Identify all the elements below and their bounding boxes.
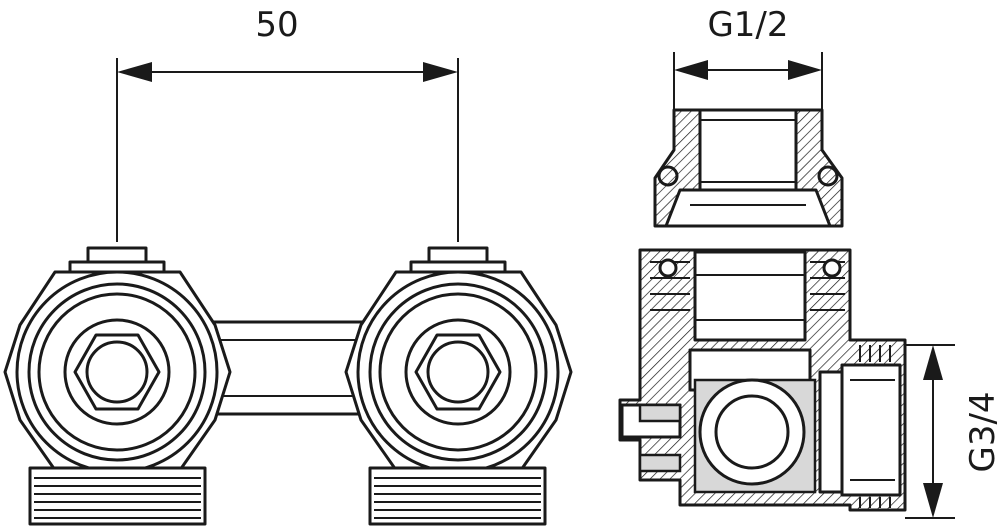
outlet-thread-dimension: G1/2 <box>673 5 823 112</box>
left-valve <box>3 246 232 526</box>
valve-front-view <box>3 246 573 526</box>
valve-body-section <box>618 248 907 512</box>
hex-socket-icon <box>73 333 161 411</box>
left-thread <box>28 466 207 526</box>
arrow-left-icon <box>117 62 152 82</box>
right-thread <box>368 466 547 526</box>
arrow-right-icon <box>423 62 458 82</box>
inlet-thread-label: G3/4 <box>963 391 1000 472</box>
arrow-up-icon <box>923 345 943 380</box>
inlet-thread-dimension: G3/4 <box>905 344 1000 519</box>
arrow-right-icon <box>788 60 822 80</box>
right-valve <box>344 246 573 526</box>
arrow-down-icon <box>923 483 943 518</box>
spacing-label: 50 <box>255 5 298 45</box>
hex-socket-icon <box>414 333 502 411</box>
spacing-dimension: 50 <box>116 5 459 242</box>
arrow-left-icon <box>674 60 708 80</box>
union-nut-section <box>653 108 844 228</box>
outlet-thread-label: G1/2 <box>707 5 788 45</box>
